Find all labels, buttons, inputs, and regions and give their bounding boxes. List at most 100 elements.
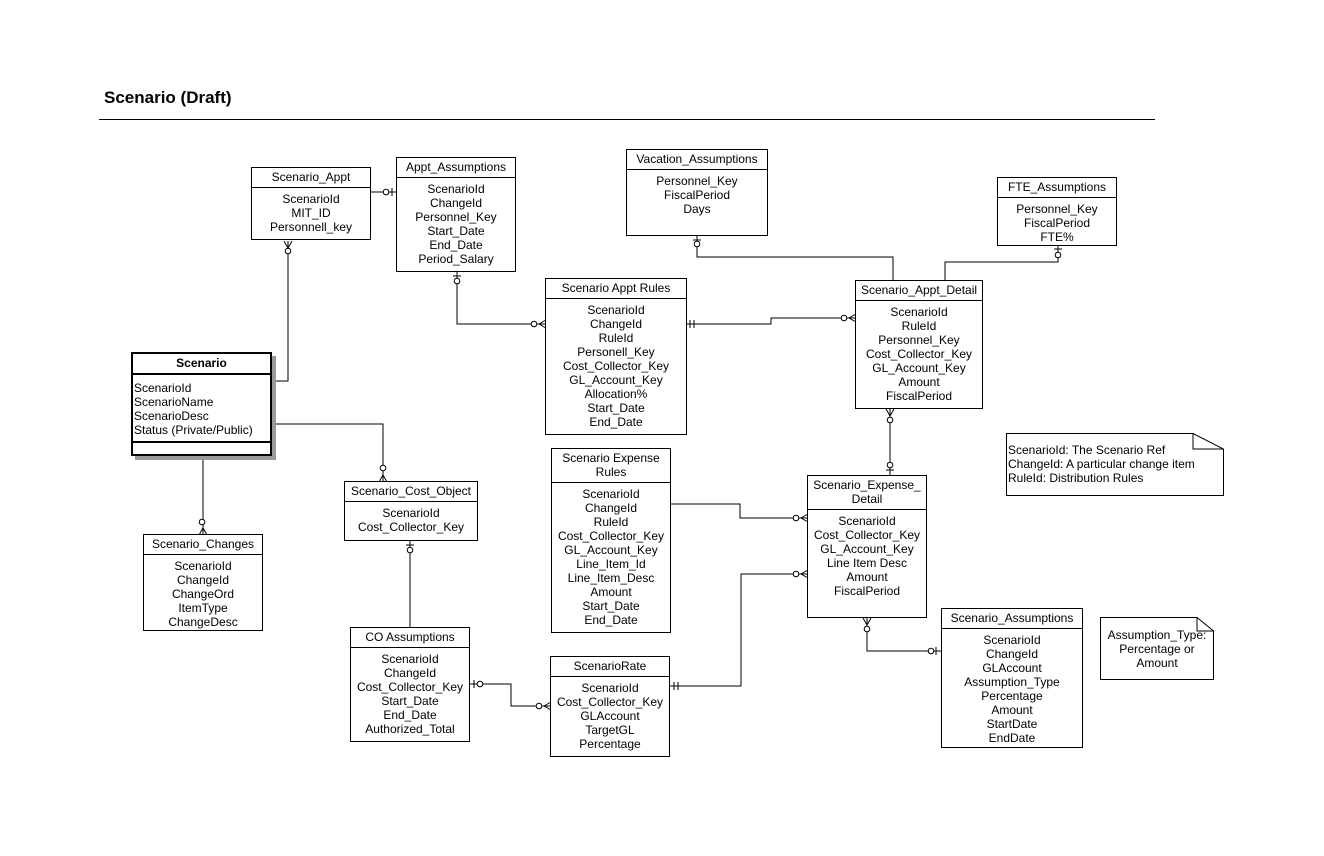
entity-name-line: Rules: [595, 465, 627, 479]
attribute: ChangeId: [429, 196, 483, 210]
attribute: End_Date: [589, 415, 643, 429]
attribute: End_Date: [429, 238, 483, 252]
attribute: GLAccount: [982, 661, 1042, 675]
note-line: RuleId: Distribution Rules: [1008, 471, 1144, 485]
attribute: Line_Item_Id: [576, 557, 646, 571]
attribute: Period_Salary: [418, 252, 494, 266]
note-line: ScenarioId: The Scenario Ref: [1008, 443, 1166, 457]
attribute: MIT_ID: [291, 206, 331, 220]
attribute-list: ScenarioId ChangeId RuleId Personell_Key…: [546, 299, 686, 433]
attribute: StartDate: [986, 717, 1038, 731]
rel-appt-rules-appt-detail: [686, 317, 856, 325]
entity-name: Scenario_Cost_Object: [345, 482, 477, 502]
attribute-list: ScenarioId Cost_Collector_Key GLAccount …: [551, 677, 669, 755]
attribute-list: ScenarioId ChangeId GLAccount Assumption…: [942, 629, 1082, 749]
rel-expense-detail-scenario-assumptions: [866, 618, 942, 652]
attribute: End_Date: [584, 613, 638, 627]
attribute: ChangeId: [985, 647, 1039, 661]
attribute-list: ScenarioId ChangeId ChangeOrd ItemType C…: [144, 555, 262, 633]
rel-fte-appt-detail: [944, 245, 1059, 281]
attribute: RuleId: [598, 331, 634, 345]
rel-appt-assumptions-appt-rules: [456, 272, 546, 325]
entity-scenario-rate: ScenarioRate ScenarioId Cost_Collector_K…: [550, 656, 670, 757]
attribute: GL_Account_Key: [820, 542, 914, 556]
attribute: FiscalPeriod: [1023, 216, 1091, 230]
attribute: RuleId: [901, 319, 937, 333]
attribute: Start_Date: [381, 694, 439, 708]
entity-name: Vacation_Assumptions: [627, 150, 767, 170]
attribute: Status (Private/Public): [134, 423, 253, 437]
entity-scenario-appt: Scenario_Appt ScenarioId MIT_ID Personne…: [251, 167, 371, 240]
attribute: Cost_Collector_Key: [813, 528, 921, 542]
attribute: RuleId: [593, 515, 629, 529]
entity-name: CO Assumptions: [351, 628, 469, 648]
entity-co-assumptions: CO Assumptions ScenarioId ChangeId Cost_…: [350, 627, 470, 742]
attribute: Days: [683, 202, 711, 216]
attribute: ScenarioId: [134, 381, 192, 395]
title-divider: [99, 119, 1155, 120]
attribute: GLAccount: [580, 709, 640, 723]
attribute: Cost_Collector_Key: [557, 529, 665, 543]
attribute: Personnel_Key: [656, 174, 738, 188]
entity-name: Scenario_Changes: [144, 535, 262, 555]
entity-name: Scenario: [133, 354, 270, 375]
attribute: ScenarioId: [427, 182, 485, 196]
attribute: Cost_Collector_Key: [556, 695, 664, 709]
entity-name-line: Scenario_Expense_: [813, 478, 921, 492]
attribute: Authorized_Total: [365, 722, 455, 736]
attribute: GL_Account_Key: [564, 543, 658, 557]
attribute-list: Personnel_Key FiscalPeriod FTE%: [998, 198, 1116, 248]
attribute-list: ScenarioId Cost_Collector_Key GL_Account…: [808, 510, 926, 602]
entity-name: FTE_Assumptions: [998, 178, 1116, 198]
entity-name: Appt_Assumptions: [397, 158, 515, 178]
entity-scenario-expense-detail: Scenario_Expense_ Detail ScenarioId Cost…: [807, 475, 927, 618]
entity-name-line: Scenario Expense: [562, 451, 660, 465]
attribute: Amount: [898, 375, 940, 389]
note-key-legend: ScenarioId: The Scenario Ref ChangeId: A…: [1006, 433, 1224, 496]
attribute-list: ScenarioId ChangeId RuleId Cost_Collecto…: [552, 483, 670, 631]
attribute: Cost_Collector_Key: [562, 359, 670, 373]
attribute: FTE%: [1040, 230, 1074, 244]
entity-name: Scenario_Appt: [252, 168, 370, 188]
rel-scenario-scenario-appt: [270, 241, 289, 382]
diagram-title: Scenario (Draft): [104, 88, 232, 107]
entity-appt-assumptions: Appt_Assumptions ScenarioId ChangeId Per…: [396, 157, 516, 272]
attribute: ScenarioId: [381, 652, 439, 666]
note-line: Percentage or: [1119, 642, 1195, 656]
attribute: ScenarioId: [890, 305, 948, 319]
entity-scenario-appt-detail: Scenario_Appt_Detail ScenarioId RuleId P…: [855, 280, 983, 409]
note-line: ChangeId: A particular change item: [1008, 457, 1195, 471]
entity-name-line: Detail: [851, 492, 883, 506]
attribute: ScenarioId: [174, 559, 232, 573]
attribute: ScenarioId: [587, 303, 645, 317]
entity-name: Scenario Expense Rules: [552, 449, 670, 483]
attribute: Cost_Collector_Key: [865, 347, 973, 361]
attribute: Personnel_Key: [415, 210, 497, 224]
attribute: Personnel_Key: [878, 333, 960, 347]
attribute: Line Item Desc: [826, 556, 908, 570]
entity-scenario: Scenario ScenarioId ScenarioName Scenari…: [131, 352, 272, 456]
attribute: ScenarioId: [382, 506, 440, 520]
entity-name: Scenario Appt Rules: [546, 279, 686, 299]
attribute: Percentage: [981, 689, 1043, 703]
entity-vacation-assumptions: Vacation_Assumptions Personnel_Key Fisca…: [626, 149, 768, 236]
attribute: Start_Date: [587, 401, 645, 415]
attribute: Amount: [846, 570, 888, 584]
note-line: Assumption_Type:: [1107, 628, 1207, 642]
note-shape: [1100, 617, 1214, 680]
entity-scenario-appt-rules: Scenario Appt Rules ScenarioId ChangeId …: [545, 278, 687, 435]
attribute: ChangeId: [383, 666, 437, 680]
entity-scenario-changes: Scenario_Changes ScenarioId ChangeId Cha…: [143, 534, 263, 631]
attribute: ScenarioId: [282, 192, 340, 206]
note-shape: [1006, 433, 1224, 496]
rel-vacation-appt-detail: [696, 236, 894, 281]
entity-scenario-cost-object: Scenario_Cost_Object ScenarioId Cost_Col…: [344, 481, 478, 541]
attribute: ScenarioName: [134, 395, 214, 409]
attribute: Allocation%: [584, 387, 648, 401]
attribute: EndDate: [988, 731, 1036, 745]
entity-fte-assumptions: FTE_Assumptions Personnel_Key FiscalPeri…: [997, 177, 1117, 246]
entity-name: ScenarioRate: [551, 657, 669, 677]
note-line: Amount: [1136, 656, 1178, 670]
attribute: Start_Date: [427, 224, 485, 238]
attribute: Amount: [590, 585, 632, 599]
